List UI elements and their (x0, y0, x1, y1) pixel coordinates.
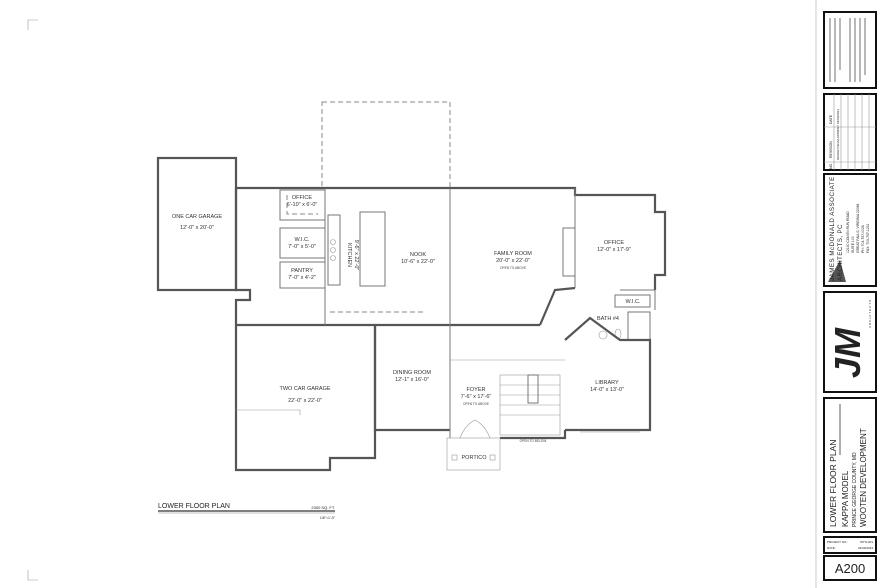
client-name: WOOTEN DEVELOPMENT (859, 428, 868, 527)
svg-text:22'-0" x 22'-0": 22'-0" x 22'-0" (288, 398, 322, 404)
one-car-garage-walls (156, 156, 238, 292)
svg-text:12'-1" x 16'-0": 12'-1" x 16'-0" (395, 377, 429, 383)
svg-text:7'-6" x 17'-6": 7'-6" x 17'-6" (461, 394, 492, 400)
svg-text:PANTRY: PANTRY (291, 268, 313, 274)
svg-text:DATE:: DATE: (827, 546, 836, 550)
svg-text:JM: JM (827, 327, 868, 378)
svg-text:6'-10" x 6'-0": 6'-10" x 6'-0" (287, 202, 318, 208)
svg-text:SUITE 100: SUITE 100 (851, 236, 855, 253)
svg-text:FAMILY ROOM: FAMILY ROOM (494, 251, 532, 257)
svg-text:OPEN TO ABOVE: OPEN TO ABOVE (500, 266, 526, 270)
svg-text:FOYER: FOYER (467, 387, 486, 393)
room-wic: W.I.C.7'-0" x 5'-0" (288, 237, 316, 250)
svg-text:DATE: DATE (829, 114, 833, 124)
plan-scale: 1/8"=1'-0" (320, 516, 336, 520)
room-two-car-garage: TWO CAR GARAGE 22'-0" x 22'-0" (279, 386, 330, 404)
room-one-car-garage: ONE CAR GARAGE 12'-0" x 20'-0" (172, 214, 222, 231)
svg-text:PH: 703-757-0026: PH: 703-757-0026 (861, 225, 865, 253)
model-name: KAPPA MODEL (841, 470, 850, 527)
title-block: NO. REVISION DATE DESIGN DEVELOPMENT 04/… (815, 0, 877, 588)
architect-box (823, 173, 877, 287)
svg-text:12130 COLVIN RUN ROAD: 12130 COLVIN RUN ROAD (846, 211, 850, 253)
svg-text:7'-0" x 4'-2": 7'-0" x 4'-2" (288, 275, 316, 281)
svg-text:14'-0" x 13'-0": 14'-0" x 13'-0" (590, 387, 624, 393)
svg-text:12'-0" x 17'-9": 12'-0" x 17'-9" (597, 247, 631, 253)
plan-title-block: LOWER FLOOR PLAN 2300 SQ. FT. 1/8"=1'-0" (158, 503, 336, 520)
sheet-border-marks (27, 19, 38, 581)
jm-logo: JM (827, 327, 868, 378)
sheet-number-box (823, 555, 877, 581)
location: PRINCE GEORGE COUNTY, MD (852, 452, 858, 527)
room-bath4: BATH #4 (597, 316, 619, 322)
room-portico: PORTICO (462, 455, 488, 461)
svg-text:TWO CAR GARAGE: TWO CAR GARAGE (279, 386, 330, 392)
logo-box (823, 291, 877, 393)
svg-text:10'-6" x 22'-0": 10'-6" x 22'-0" (401, 259, 435, 265)
svg-text:PORTICO: PORTICO (462, 455, 488, 461)
project-box (823, 536, 877, 554)
sheet-title: LOWER FLOOR PLAN (828, 440, 838, 527)
svg-text:NO.: NO. (829, 163, 833, 169)
svg-text:OFFICE: OFFICE (292, 195, 312, 201)
deck-outline (321, 101, 451, 189)
svg-text:ARCHITECTS, PC: ARCHITECTS, PC (838, 224, 844, 281)
svg-text:04/09/2023: 04/09/2023 (858, 546, 873, 550)
svg-text:W.I.C.: W.I.C. (295, 237, 310, 243)
svg-text:REVISION: REVISION (829, 141, 833, 158)
svg-text:JAMES McDONALD ASSOCIATE: JAMES McDONALD ASSOCIATE (829, 176, 836, 281)
svg-text:BATH #4: BATH #4 (597, 316, 619, 322)
notes-box (823, 11, 877, 89)
svg-text:KITCHEN: KITCHEN (346, 243, 352, 267)
svg-text:FAX: 703-757-1231: FAX: 703-757-1231 (866, 223, 870, 253)
plan-title: LOWER FLOOR PLAN (158, 503, 230, 510)
svg-text:04/09/2023: 04/09/2023 (836, 109, 840, 124)
svg-text:WTN-001: WTN-001 (860, 540, 873, 544)
svg-text:W.I.C.: W.I.C. (626, 299, 641, 305)
svg-text:GREAT FALLS, VIRGINIA 22066: GREAT FALLS, VIRGINIA 22066 (856, 203, 860, 253)
svg-text:ARCHITECTS: ARCHITECTS (868, 299, 872, 328)
svg-text:9'-6" x 22'-0": 9'-6" x 22'-0" (353, 240, 359, 271)
svg-text:12'-0" x 20'-0": 12'-0" x 20'-0" (180, 225, 214, 231)
svg-text:DESIGN DEVELOPMENT: DESIGN DEVELOPMENT (836, 125, 840, 160)
svg-text:OPEN TO BELOW: OPEN TO BELOW (520, 439, 547, 443)
svg-text:NOOK: NOOK (410, 252, 427, 258)
revision-box (823, 93, 877, 171)
svg-text:OPEN TO ABOVE: OPEN TO ABOVE (463, 402, 489, 406)
plan-area: 2300 SQ. FT. (311, 505, 335, 510)
sheet-number: A200 (835, 561, 865, 576)
svg-text:ONE CAR GARAGE: ONE CAR GARAGE (172, 214, 222, 220)
room-wic-right: W.I.C. (626, 299, 641, 305)
svg-text:DINING ROOM: DINING ROOM (393, 370, 431, 376)
sheet-title-box (823, 397, 877, 533)
svg-text:7'-0" x 5'-0": 7'-0" x 5'-0" (288, 244, 316, 250)
architect-info: JAMES McDONALD ASSOCIATE ARCHITECTS, PC … (829, 176, 870, 281)
svg-text:LIBRARY: LIBRARY (595, 380, 619, 386)
svg-text:PROJECT NO.:: PROJECT NO.: (827, 540, 848, 544)
svg-text:OFFICE: OFFICE (604, 240, 624, 246)
two-car-garage-walls (234, 325, 377, 472)
svg-text:20'-0" x 22'-0": 20'-0" x 22'-0" (496, 258, 530, 264)
open-to-below-label: OPEN TO BELOW (520, 439, 547, 443)
